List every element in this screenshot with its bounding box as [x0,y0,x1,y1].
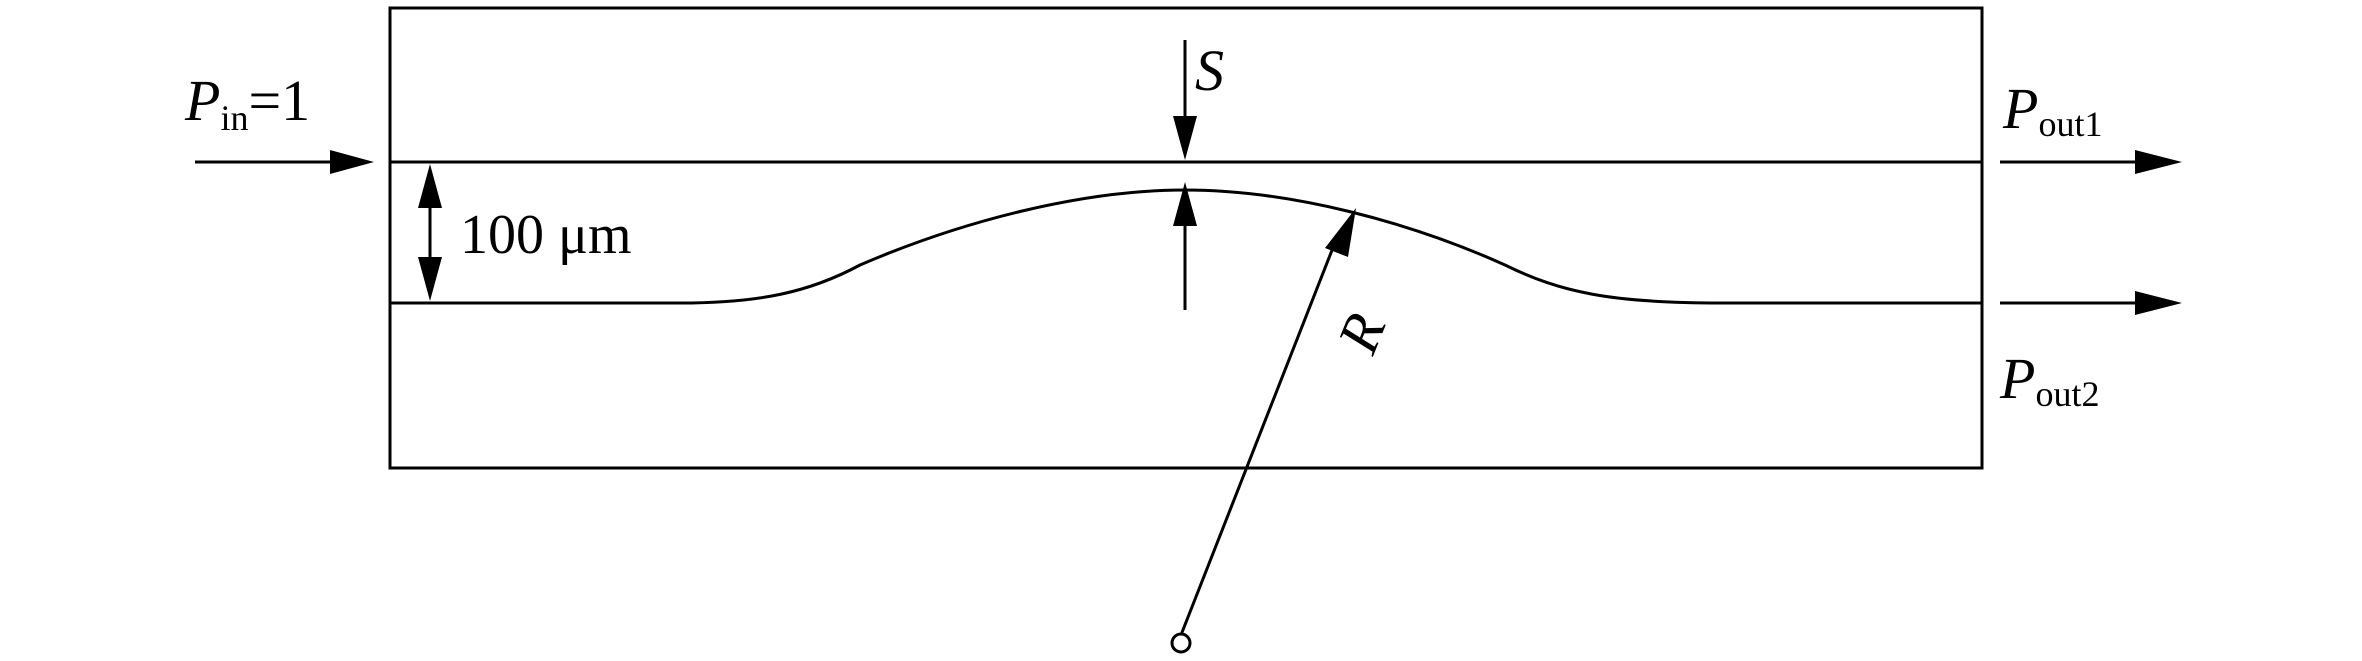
gap-arrow-top-head [1173,116,1197,160]
output2-arrow-head [2135,291,2182,315]
width-arrow-down [418,257,442,301]
output1-power-label: Pout1 [2002,76,2102,144]
radius-line [1179,239,1338,636]
output2-power-label: Pout2 [1999,346,2099,414]
radius-label: R [1324,304,1398,362]
input-power-label: Pin=1 [184,68,310,138]
width-label: 100 μm [460,204,632,266]
output1-arrow-head [2135,150,2182,174]
gap-arrow-bottom-head [1173,182,1197,226]
radius-arrow-head [1325,208,1356,257]
substrate-box [388,6,1984,470]
center-point [1170,632,1192,654]
gap-label: S [1195,38,1224,103]
width-arrow-up [418,164,442,208]
input-arrow-head [330,150,374,174]
